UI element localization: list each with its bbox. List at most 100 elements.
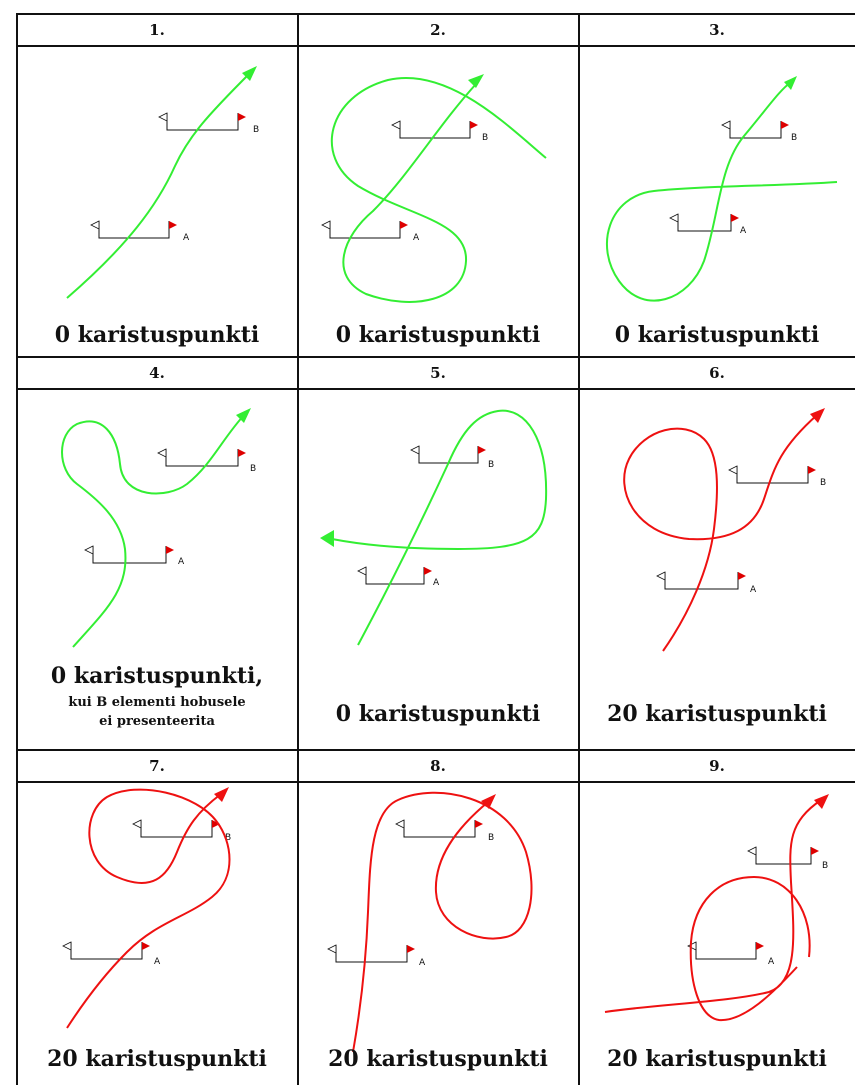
grid-divider-v2	[578, 13, 580, 1085]
red-arrow-path-icon	[66, 788, 231, 1029]
panel-7-header: 7.	[17, 750, 297, 781]
gate-a-icon: A	[357, 566, 440, 588]
grid-header-line-1	[17, 45, 855, 47]
panel-4-note-line-1: kui B elementi hobusele	[68, 695, 246, 710]
gate-a-label: A	[768, 957, 775, 967]
gate-a-label: A	[419, 958, 426, 968]
panel-9: B A 20 karistuspunkti	[579, 782, 855, 1085]
panel-8-drawing: B A	[327, 791, 533, 1053]
gate-a-icon: A	[687, 941, 775, 967]
grid-header-line-3	[17, 781, 855, 783]
gate-a-icon: A	[90, 220, 190, 243]
grid-row-line-2	[17, 749, 855, 751]
gate-a-icon: A	[321, 220, 420, 243]
panel-4-note-line-2: ei presenteerita	[99, 714, 215, 729]
gate-b-label: B	[482, 133, 488, 143]
panel-5-caption: 0 karistuspunkti	[335, 701, 541, 727]
red-arrow-path-icon	[352, 791, 533, 1053]
panel-4-header: 4.	[17, 357, 297, 388]
gate-a-icon: A	[84, 545, 185, 567]
gate-b-label: B	[791, 133, 797, 143]
gate-b-icon: B	[158, 112, 259, 135]
panel-3-header: 3.	[579, 14, 855, 45]
grid-row-line-1	[17, 356, 855, 358]
panel-8-caption: 20 karistuspunkti	[328, 1046, 548, 1072]
gate-a-icon: A	[327, 944, 426, 968]
panel-3-caption: 0 karistuspunkti	[614, 322, 820, 348]
gate-b-icon: B	[747, 846, 828, 871]
gate-b-icon: B	[728, 465, 826, 488]
grid-header-line-2	[17, 388, 855, 390]
panel-2-number: 2.	[430, 20, 446, 39]
grid-border-left	[16, 13, 18, 1085]
gate-a-label: A	[750, 585, 757, 595]
panel-1-caption: 0 karistuspunkti	[54, 322, 260, 348]
panel-7: B A 20 karistuspunkti	[17, 782, 297, 1085]
panel-9-drawing: B A	[604, 794, 829, 1022]
panel-7-number: 7.	[149, 756, 165, 775]
gate-b-label: B	[822, 861, 828, 871]
panel-1: B A 0 karistuspunkti	[17, 46, 297, 356]
gate-b-label: B	[488, 460, 494, 470]
panel-9-number: 9.	[709, 756, 725, 775]
panel-4-number: 4.	[149, 363, 165, 382]
gate-b-label: B	[253, 125, 259, 135]
grid-border-top	[17, 13, 855, 15]
gate-b-icon: B	[410, 445, 494, 470]
panel-6-header: 6.	[579, 357, 855, 388]
gate-a-icon: A	[62, 941, 161, 967]
panel-6-caption: 20 karistuspunkti	[607, 701, 827, 727]
green-arrow-path-icon	[61, 413, 246, 648]
gate-a-icon: A	[669, 213, 747, 236]
green-path-icon	[331, 77, 547, 303]
gate-a-label: A	[433, 578, 440, 588]
panel-6-drawing: B A	[623, 408, 826, 652]
panel-5-drawing: B A	[320, 409, 548, 646]
gate-a-label: A	[154, 957, 161, 967]
panel-1-number: 1.	[149, 20, 165, 39]
gate-b-label: B	[250, 464, 256, 474]
panel-4-caption: 0 karistuspunkti,	[50, 663, 264, 689]
gate-a-icon: A	[656, 571, 757, 595]
panel-5-header: 5.	[298, 357, 578, 388]
green-arrow-path-icon	[66, 71, 252, 299]
gate-b-icon: B	[157, 448, 256, 474]
gate-a-label: A	[178, 557, 185, 567]
green-path-icon	[605, 81, 838, 302]
gate-b-icon: B	[391, 120, 488, 143]
gate-b-label: B	[488, 833, 494, 843]
panel-4-drawing: B A	[61, 408, 256, 648]
red-arrow-path-icon	[623, 414, 818, 652]
panel-8: B A 20 karistuspunkti	[298, 782, 578, 1085]
gate-a-label: A	[183, 233, 190, 243]
gate-a-label: A	[413, 233, 420, 243]
grid-divider-v1	[297, 13, 299, 1085]
panel-4: B A 0 karistuspunkti, kui B elementi hob…	[17, 389, 297, 749]
panel-3-drawing: B A	[605, 76, 838, 302]
gate-b-label: B	[820, 478, 826, 488]
panel-5-number: 5.	[430, 363, 446, 382]
panel-9-caption: 20 karistuspunkti	[607, 1046, 827, 1072]
panel-2: B A 0 karistuspunkti	[298, 46, 578, 356]
panel-2-header: 2.	[298, 14, 578, 45]
panel-8-number: 8.	[430, 756, 446, 775]
gate-a-label: A	[740, 226, 747, 236]
panel-9-header: 9.	[579, 750, 855, 781]
panel-7-caption: 20 karistuspunkti	[47, 1046, 267, 1072]
panel-6-number: 6.	[709, 363, 725, 382]
panel-2-caption: 0 karistuspunkti	[335, 322, 541, 348]
gate-b-icon: B	[721, 120, 797, 143]
panel-3: B A 0 karistuspunkti	[579, 46, 855, 356]
red-arrow-path-icon	[604, 799, 822, 1022]
panel-1-header: 1.	[17, 14, 297, 45]
panel-8-header: 8.	[298, 750, 578, 781]
panel-2-drawing: B A	[321, 74, 547, 303]
panel-1-drawing: B A	[66, 66, 259, 299]
panel-5: B A 0 karistuspunkti	[298, 389, 578, 749]
gate-b-icon: B	[395, 819, 494, 843]
panel-7-drawing: B A	[62, 787, 231, 1029]
green-arrow-path-icon	[331, 409, 548, 646]
panel-3-number: 3.	[709, 20, 725, 39]
gate-b-label: B	[225, 833, 231, 843]
